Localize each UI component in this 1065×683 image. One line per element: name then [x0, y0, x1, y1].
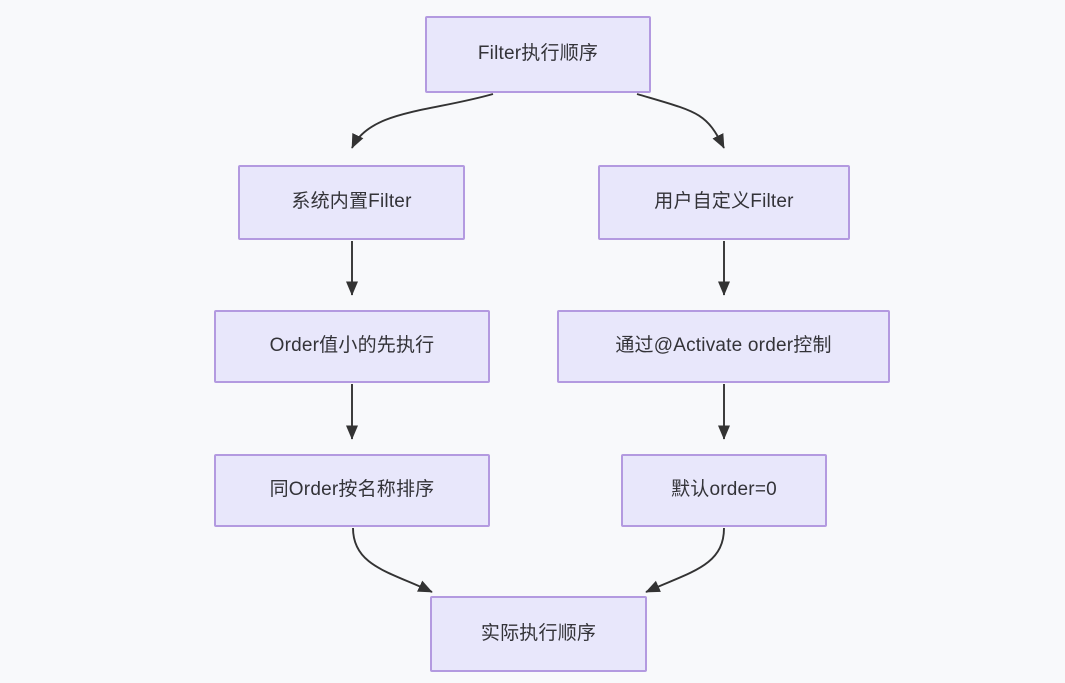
node-label: 默认order=0 [671, 479, 777, 501]
node-label: 用户自定义Filter [654, 191, 794, 213]
node-user-custom-filter[interactable]: 用户自定义Filter [598, 165, 850, 240]
node-label: Filter执行顺序 [477, 43, 599, 65]
edge-root-to-custom [636, 93, 725, 149]
node-filter-execution-order[interactable]: Filter执行顺序 [425, 16, 651, 93]
node-same-order-sort-by-name[interactable]: 同Order按名称排序 [214, 454, 490, 527]
node-label: 系统内置Filter [291, 191, 412, 213]
node-label: Order值小的先执行 [269, 335, 435, 357]
edge-root-to-builtin [351, 93, 494, 149]
node-lower-order-first[interactable]: Order值小的先执行 [214, 310, 490, 383]
node-actual-execution-order[interactable]: 实际执行顺序 [430, 596, 647, 672]
node-activate-order-control[interactable]: 通过@Activate order控制 [557, 310, 890, 383]
node-label: 同Order按名称排序 [269, 479, 435, 501]
node-default-order-zero[interactable]: 默认order=0 [621, 454, 827, 527]
node-label: 通过@Activate order控制 [615, 335, 832, 357]
edge-name-sort-to-actual [352, 527, 433, 593]
node-label: 实际执行顺序 [480, 622, 597, 644]
node-system-builtin-filter[interactable]: 系统内置Filter [238, 165, 465, 240]
edge-default-to-actual [645, 527, 725, 593]
